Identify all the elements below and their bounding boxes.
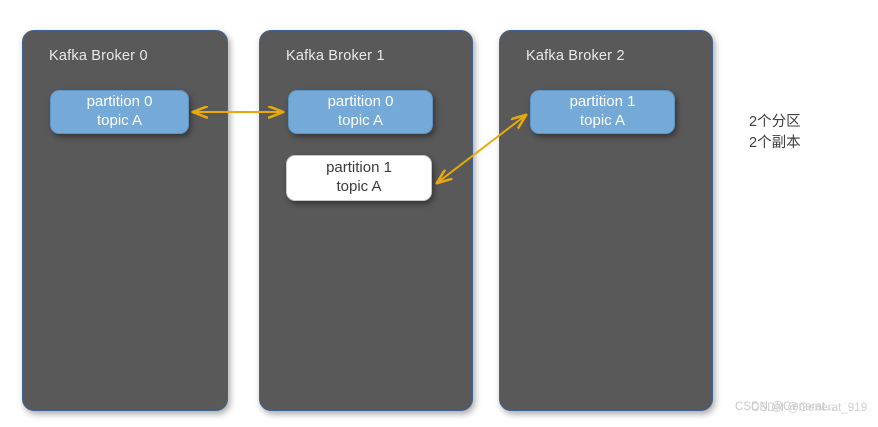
partition-label-line2: topic A <box>337 112 384 129</box>
partition-label-line1: partition 0 <box>86 93 153 111</box>
broker-panel-0: Kafka Broker 0 <box>22 30 228 411</box>
partition-label-line1: partition 1 <box>326 159 392 177</box>
partition-label-line1: partition 1 <box>569 93 636 111</box>
partition-label-line1: partition 0 <box>327 93 394 111</box>
partition-box-broker2-partition1: partition 1 topic A <box>530 90 675 134</box>
broker-title-1: Kafka Broker 1 <box>286 48 385 64</box>
partition-label-line2: topic A <box>579 112 626 129</box>
partition-label-line2: topic A <box>96 112 143 129</box>
partition-box-broker0-partition0: partition 0 topic A <box>50 90 189 134</box>
annotation-text: 2个分区 2个副本 <box>749 112 801 154</box>
watermark-line-b: CSDN @Generat_919 <box>751 402 868 414</box>
watermark-line-a: CSDN @Generat... <box>735 401 836 413</box>
partition-label-line2: topic A <box>336 178 382 195</box>
partition-box-broker1-partition0: partition 0 topic A <box>288 90 433 134</box>
broker-title-0: Kafka Broker 0 <box>49 48 148 64</box>
annotation-line-partitions: 2个分区 <box>749 114 801 130</box>
partition-box-broker1-partition1: partition 1 topic A <box>286 155 432 201</box>
broker-panel-1: Kafka Broker 1 <box>259 30 473 411</box>
annotation-line-replicas: 2个副本 <box>749 135 801 152</box>
broker-title-2: Kafka Broker 2 <box>526 48 625 64</box>
broker-panel-2: Kafka Broker 2 <box>499 30 713 411</box>
watermark: CSDN @Generat... CSDN @Generat_919 <box>735 401 878 419</box>
